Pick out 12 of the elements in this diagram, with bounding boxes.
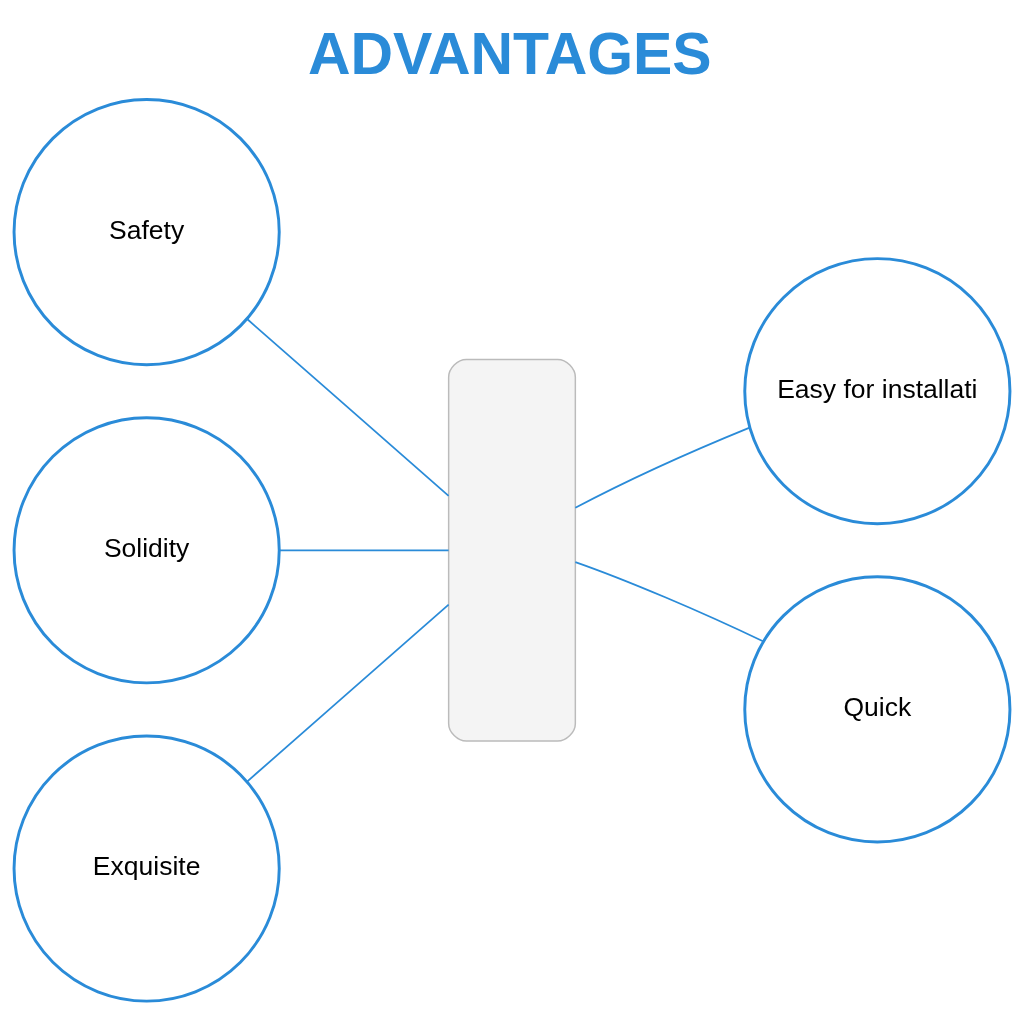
connector	[246, 318, 450, 497]
node-circle: Quick	[743, 575, 1012, 844]
connector	[574, 561, 764, 643]
node-circle: Solidity	[12, 416, 281, 685]
connector	[574, 426, 751, 509]
node-box	[447, 358, 577, 742]
connector	[246, 603, 450, 783]
diagram-title: ADVANTAGES	[307, 21, 712, 87]
node-circle: Easy for installati	[743, 257, 1012, 526]
node-circle: Exquisite	[12, 734, 281, 1003]
node-circle: Safety	[12, 98, 281, 367]
connector	[278, 549, 450, 552]
